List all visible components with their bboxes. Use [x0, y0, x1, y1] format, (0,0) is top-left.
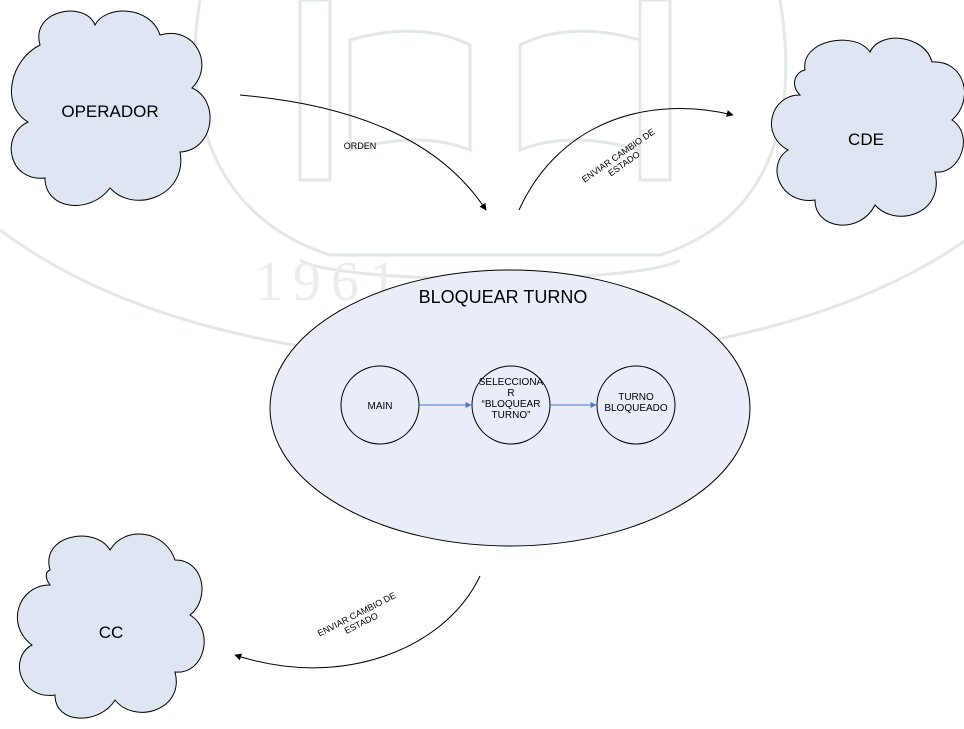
state-turno-bloqueado — [596, 365, 676, 445]
cc-label: CC — [99, 623, 124, 642]
flow-enviar-cde-label: ENVIAR CAMBIO DEESTADO — [580, 127, 662, 193]
flow-enviar-cde: ENVIAR CAMBIO DEESTADO — [518, 108, 734, 211]
operador-cloud: OPERADOR — [10, 10, 211, 206]
flow-enviar-cc: ENVIAR CAMBIO DEESTADO — [234, 575, 481, 669]
flow-enviar-cc-arrow — [234, 575, 481, 669]
flow-orden: ORDEN — [239, 94, 487, 211]
operador-cloud-shape — [10, 10, 211, 206]
cc-cloud-shape — [16, 533, 205, 719]
cde-cloud: CDE — [771, 37, 964, 226]
state-main-label: MAIN — [368, 401, 393, 412]
flow-enviar-cc-label: ENVIAR CAMBIO DEESTADO — [316, 590, 402, 647]
process-title: BLOQUEAR TURNO — [419, 287, 588, 307]
cde-label: CDE — [848, 130, 884, 149]
flow-enviar-cde-arrow — [518, 108, 734, 211]
operador-label: OPERADOR — [61, 102, 158, 121]
cc-cloud: CC — [16, 533, 205, 719]
cde-cloud-shape — [771, 37, 964, 226]
flow-orden-arrow — [239, 94, 487, 211]
flow-orden-label: ORDEN — [344, 141, 377, 151]
